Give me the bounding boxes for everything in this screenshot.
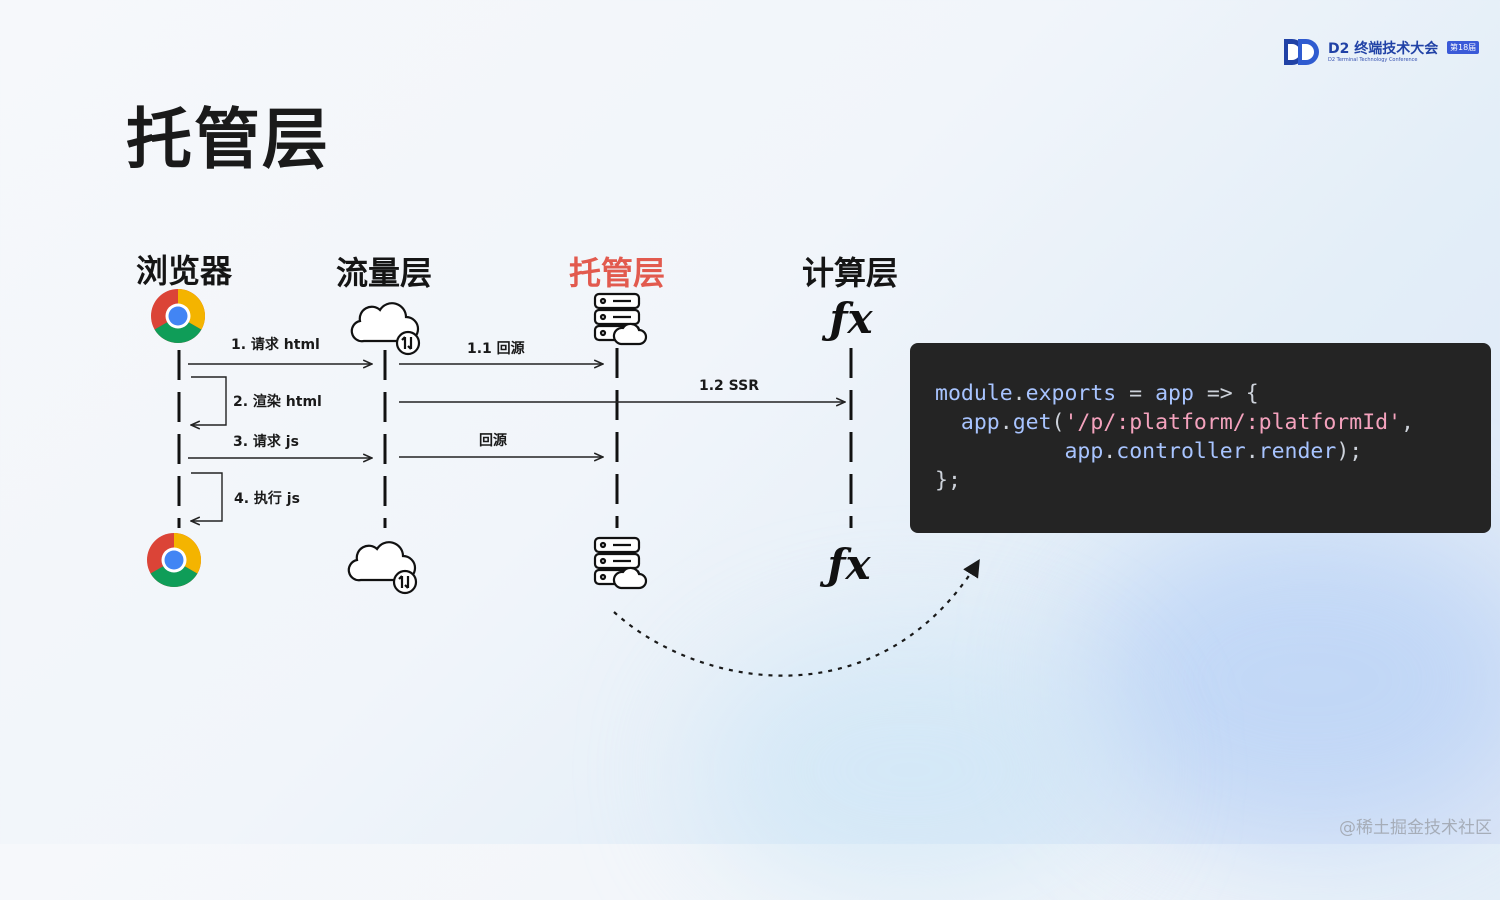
lane-title-hosting: 托管层 (569, 254, 665, 292)
code-token: ( (1051, 410, 1065, 435)
cloud-traffic-icon (350, 302, 421, 356)
code-token: render (1258, 439, 1337, 464)
code-token: controller (1116, 439, 1246, 464)
code-line: }; (935, 466, 1467, 495)
code-token: app (1155, 381, 1194, 406)
code-token: . (1103, 439, 1117, 464)
arrow-render-html (191, 376, 227, 425)
code-token (935, 410, 961, 435)
curved-dashed-arrow (613, 559, 980, 677)
code-token: '/p/:platform/:platformId' (1064, 410, 1402, 435)
chrome-icon (147, 533, 202, 588)
message-label: 4. 执行 js (234, 490, 300, 507)
code-token: => { (1193, 381, 1259, 406)
code-line: app.get('/p/:platform/:platformId', (935, 408, 1467, 437)
lane-title-compute: 计算层 (802, 254, 898, 292)
page-title: 托管层 (126, 101, 330, 178)
lane-title-browser: 浏览器 (136, 252, 233, 290)
message-label: 1.1 回源 (467, 340, 525, 357)
arrow-execute-js (191, 472, 223, 521)
code-token: . (999, 410, 1013, 435)
server-cloud-icon (593, 292, 648, 346)
code-token (935, 439, 1064, 464)
message-label: 3. 请求 js (233, 433, 299, 450)
code-token: get (1012, 410, 1052, 435)
chrome-icon (151, 289, 206, 344)
conference-logo: D2 终端技术大会 第18届 D2 Terminal Technology Co… (1284, 36, 1484, 68)
message-label: 1.2 SSR (699, 378, 759, 394)
brand-subtitle: D2 Terminal Technology Conference (1328, 57, 1418, 63)
watermark: @稀土掘金技术社区 (1339, 818, 1492, 838)
code-line: app.controller.render); (935, 437, 1467, 466)
lifelines (177, 348, 853, 528)
code-token: }; (935, 468, 961, 493)
brand-badge: 第18届 (1447, 41, 1480, 54)
code-token: app (960, 410, 1000, 435)
code-token: , (1401, 410, 1414, 435)
code-token: module (935, 381, 1013, 406)
code-token: exports (1025, 381, 1117, 406)
d2-logo-icon (1284, 39, 1319, 65)
sequence-diagram: 浏览器 流量层 托管层 计算层 ƒx 1. (136, 252, 980, 677)
code-token: app (1064, 439, 1104, 464)
server-cloud-icon (593, 536, 648, 590)
fx-function-icon: ƒx (819, 540, 871, 589)
fx-function-icon: ƒx (821, 294, 873, 343)
code-token: . (1245, 439, 1259, 464)
lane-title-traffic: 流量层 (336, 254, 432, 292)
message-label: 2. 渲染 html (233, 393, 322, 410)
code-token: = (1116, 381, 1156, 406)
brand-name: D2 终端技术大会 (1328, 41, 1439, 57)
code-token: . (1012, 381, 1026, 406)
code-line: module.exports = app => { (935, 379, 1467, 408)
code-token: ); (1336, 439, 1363, 464)
code-block: module.exports = app => { app.get('/p/:p… (910, 343, 1491, 533)
message-label: 1. 请求 html (231, 336, 320, 353)
cloud-traffic-icon (347, 541, 418, 595)
message-label: 回源 (479, 432, 507, 449)
